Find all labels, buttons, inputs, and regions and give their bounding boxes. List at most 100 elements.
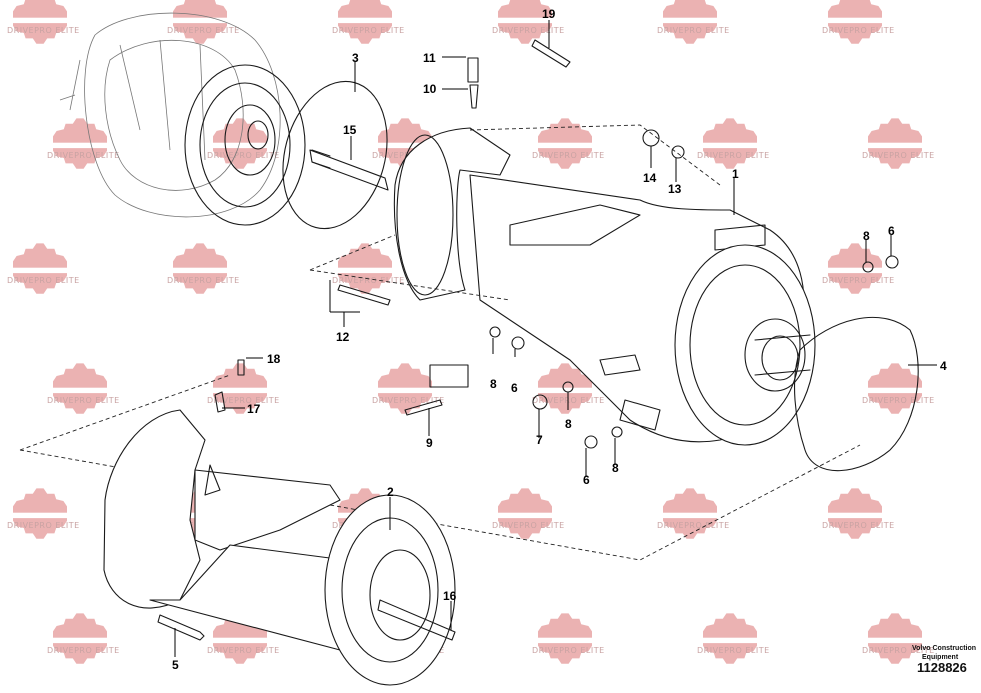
callout-11: 11	[423, 51, 436, 65]
watermark-logo: DRIVEPRO ELITE	[7, 243, 80, 294]
watermark-text: DRIVEPRO ELITE	[697, 646, 770, 655]
gasket-4	[794, 316, 919, 472]
callout-8-mid: 8	[565, 417, 572, 431]
watermark-logo: DRIVEPRO ELITE	[697, 118, 770, 169]
watermark-logo: DRIVEPRO ELITE	[822, 243, 894, 294]
watermark-logo: DRIVEPRO ELITE	[862, 363, 935, 414]
plug-6-low	[584, 435, 598, 449]
axle-shaft-16	[377, 599, 456, 641]
watermark-logo: DRIVEPRO ELITE	[657, 488, 730, 539]
callout-6-left: 6	[511, 381, 518, 395]
watermark-logo: DRIVEPRO ELITE	[47, 613, 120, 664]
watermark-text: DRIVEPRO ELITE	[822, 521, 895, 530]
watermark-logo: DRIVEPRO ELITE	[167, 243, 240, 294]
watermark-text: DRIVEPRO ELITE	[862, 151, 935, 160]
plug-6-top	[885, 255, 899, 269]
fasteners	[214, 39, 899, 449]
watermark-text: DRIVEPRO ELITE	[332, 276, 405, 285]
watermark-text: DRIVEPRO ELITE	[207, 396, 280, 405]
watermark-logo: DRIVEPRO ELITE	[207, 118, 280, 169]
pin-9	[404, 399, 443, 416]
plate-9	[429, 364, 469, 388]
watermark-logo: DRIVEPRO ELITE	[332, 0, 405, 44]
cap-11	[467, 57, 479, 83]
watermark-text: DRIVEPRO ELITE	[532, 646, 605, 655]
cap-18	[237, 359, 245, 376]
callout-6-low: 6	[583, 473, 590, 487]
axle-housing-center	[393, 127, 816, 446]
watermark-text: DRIVEPRO ELITE	[47, 646, 120, 655]
callout-14: 14	[643, 171, 657, 185]
watermark-logo: DRIVEPRO ELITE	[822, 0, 895, 44]
watermark-text: DRIVEPRO ELITE	[167, 276, 240, 285]
watermark-text: DRIVEPRO ELITE	[7, 26, 80, 35]
watermark-text: DRIVEPRO ELITE	[47, 396, 120, 405]
callout-6-top: 6	[888, 224, 895, 238]
watermark-logo: DRIVEPRO ELITE	[492, 488, 565, 539]
callout-5: 5	[172, 658, 179, 672]
watermark-text: DRIVEPRO ELITE	[492, 521, 565, 530]
watermark-logo: DRIVEPRO ELITE	[47, 363, 120, 414]
ring-8-low	[611, 426, 623, 438]
watermark-logo: DRIVEPRO ELITE	[862, 613, 934, 664]
reference-line-upper	[309, 124, 721, 301]
bolt-12	[337, 284, 391, 306]
gasket-3	[282, 80, 388, 230]
callout-16: 16	[443, 589, 457, 603]
watermark-logo: DRIVEPRO ELITE	[822, 488, 895, 539]
fitting-17	[214, 391, 226, 413]
watermark-text: DRIVEPRO ELITE	[7, 276, 80, 285]
watermark-logo: DRIVEPRO ELITE	[697, 613, 770, 664]
callout-labels: 1 2 3 4 5 6 6 6 7 8 8 8 8 9 10 11 12 13 …	[172, 7, 947, 672]
callout-10: 10	[423, 82, 437, 96]
callout-4: 4	[940, 359, 947, 373]
watermark-logo: DRIVEPRO ELITE	[372, 363, 445, 414]
brand-block: Volvo Construction Equipment 1128826	[912, 645, 976, 675]
watermark-text: DRIVEPRO ELITE	[47, 151, 120, 160]
callout-8-top: 8	[863, 229, 870, 243]
watermark-logo: DRIVEPRO ELITE	[332, 243, 405, 294]
watermark-logo: DRIVEPRO ELITE	[657, 0, 730, 44]
watermark-logo: DRIVEPRO ELITE	[47, 118, 120, 169]
wheel-hub-assembly	[59, 12, 306, 226]
watermark-text: DRIVEPRO ELITE	[657, 521, 730, 530]
watermark-text: DRIVEPRO ELITE	[532, 151, 605, 160]
leader-lines	[174, 20, 937, 657]
axle-housing-lower	[103, 409, 456, 686]
callout-18: 18	[267, 352, 281, 366]
callout-8-low: 8	[612, 461, 619, 475]
watermark-text: DRIVEPRO ELITE	[332, 26, 405, 35]
watermark-logo: DRIVEPRO ELITE	[207, 613, 279, 664]
ring-8-left	[489, 326, 501, 338]
callout-1: 1	[732, 167, 739, 181]
callout-8-left: 8	[490, 377, 497, 391]
watermark-logo: DRIVEPRO ELITE	[167, 0, 240, 44]
watermark-text: DRIVEPRO ELITE	[492, 26, 565, 35]
watermark-text: DRIVEPRO ELITE	[7, 521, 80, 530]
axle-shaft-15	[309, 149, 389, 191]
callout-9: 9	[426, 436, 433, 450]
watermark-text: DRIVEPRO ELITE	[822, 26, 895, 35]
watermark-text: DRIVEPRO ELITE	[207, 151, 280, 160]
watermark-text: DRIVEPRO ELITE	[372, 396, 445, 405]
plug-7	[532, 394, 548, 410]
watermark-text: DRIVEPRO ELITE	[167, 26, 240, 35]
plug-6-left	[511, 336, 525, 350]
document-number: 1128826	[917, 660, 967, 675]
watermark-logo: DRIVEPRO ELITE	[207, 363, 280, 414]
callout-7: 7	[536, 433, 543, 447]
ring-8-top	[862, 261, 874, 273]
watermark-logo: DRIVEPRO ELITE	[7, 488, 80, 539]
watermark-logo: DRIVEPRO ELITE	[532, 613, 605, 664]
brand-line1: Volvo Construction	[912, 645, 976, 652]
watermark-text: DRIVEPRO ELITE	[657, 26, 730, 35]
brand-line2: Equipment	[922, 654, 959, 661]
watermark-text: DRIVEPRO ELITE	[862, 396, 935, 405]
watermark-logo: DRIVEPRO ELITE	[492, 0, 565, 44]
callout-17: 17	[247, 402, 261, 416]
bolt-19	[531, 39, 571, 68]
callout-2: 2	[387, 485, 394, 499]
callout-13: 13	[668, 182, 682, 196]
watermark-text: DRIVEPRO ELITE	[697, 151, 770, 160]
